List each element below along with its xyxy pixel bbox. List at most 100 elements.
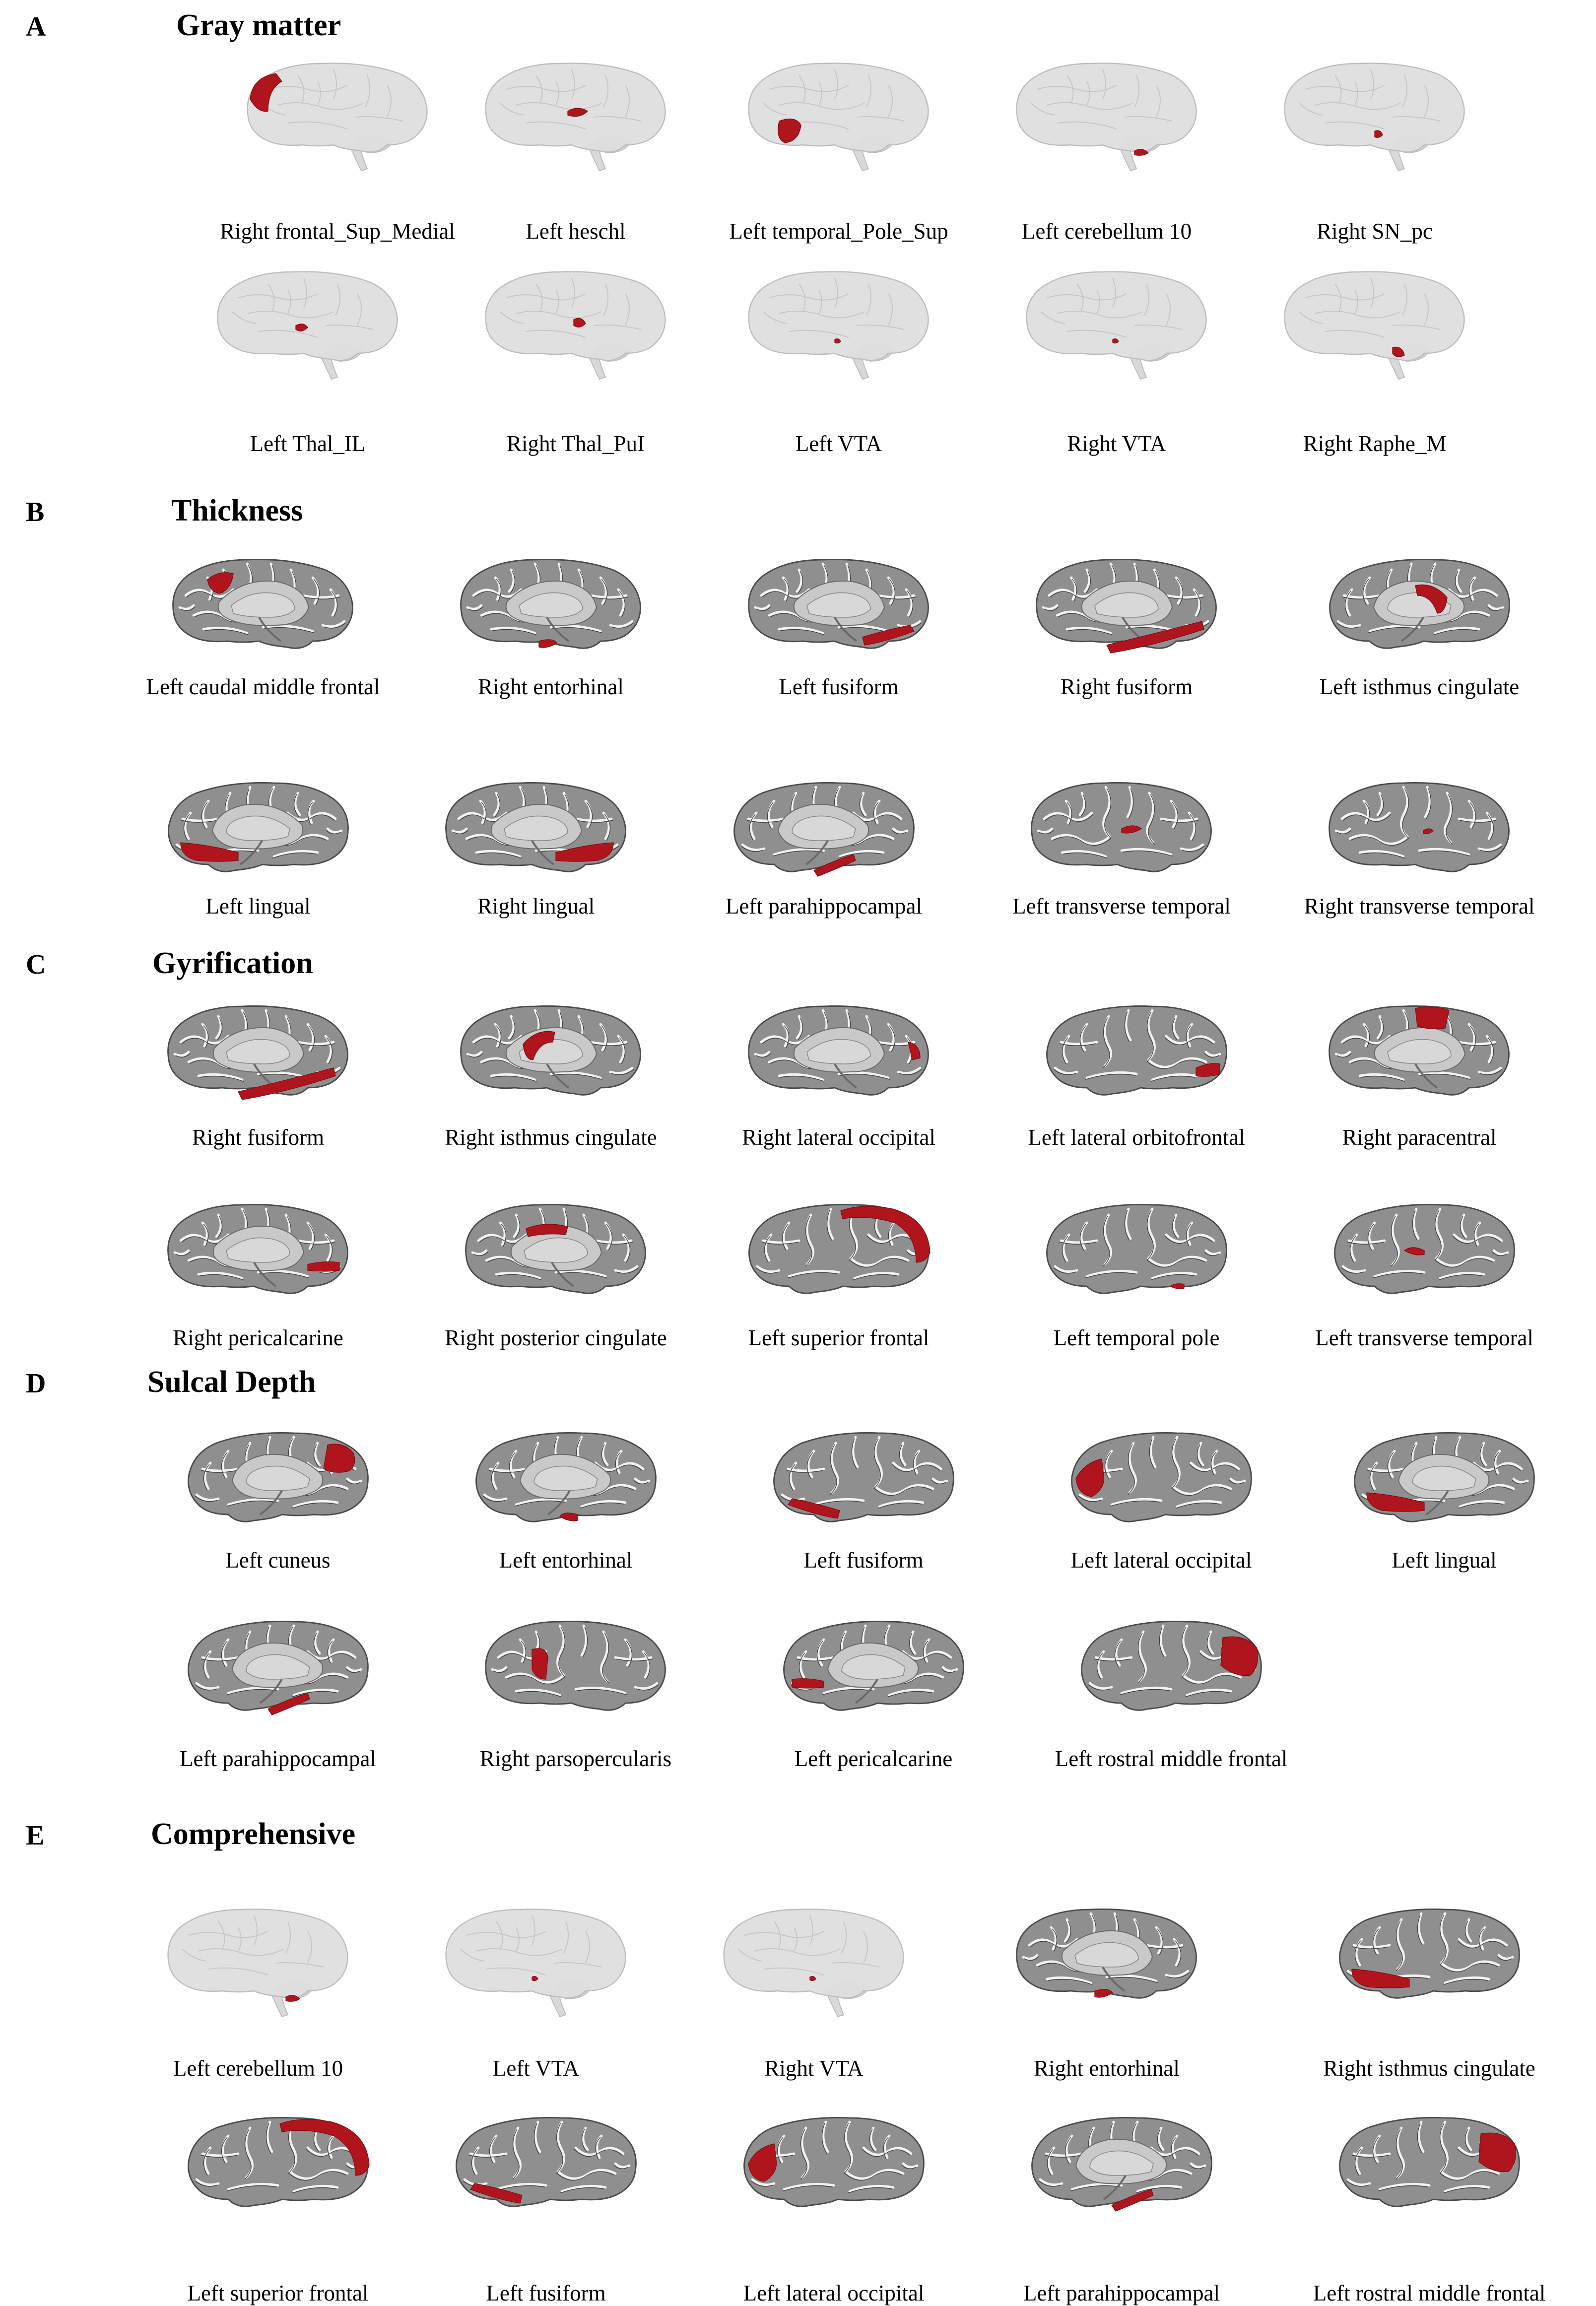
brain-image (1016, 1909, 1197, 1999)
region-caption: Left heschl (526, 219, 626, 244)
region-caption: Left entorhinal (499, 1548, 633, 1573)
highlight-region (250, 73, 282, 112)
highlight-region (1403, 1247, 1425, 1255)
region-caption: Left lateral orbitofrontal (1028, 1125, 1245, 1150)
region-caption: Right SN_pc (1317, 219, 1433, 244)
brain-image (475, 1432, 657, 1522)
brain-image (748, 559, 929, 649)
brain-image (247, 63, 428, 172)
panel-c-title: Gyrification (152, 946, 313, 980)
brain-cell (730, 556, 948, 675)
brain-image (1334, 1204, 1515, 1294)
region-caption: Right posterior cingulate (445, 1325, 667, 1350)
highlight-region (1415, 1006, 1450, 1029)
brain-cell (228, 60, 447, 179)
highlight-region (1196, 1063, 1220, 1077)
region-caption: Right paracentral (1342, 1125, 1497, 1150)
brain-cell (1052, 1429, 1270, 1548)
region-caption: Left lingual (1392, 1548, 1497, 1573)
region-caption: Left Thal_IL (250, 431, 366, 456)
region-caption: Left cuneus (225, 1548, 331, 1573)
highlight-region (323, 1444, 355, 1473)
brain-cell (169, 2114, 387, 2233)
brain-image (1354, 1432, 1535, 1522)
brain-cell (1062, 1618, 1280, 1737)
brain-image (723, 1909, 904, 2018)
highlight-region (1134, 149, 1149, 156)
highlight-region (532, 1976, 538, 1981)
brain-image (167, 1005, 348, 1100)
brain-cell (1007, 268, 1226, 387)
brain-cell (730, 1201, 948, 1320)
brain-cell (1265, 268, 1484, 387)
panel-d-title: Sulcal Depth (147, 1365, 316, 1399)
highlight-region (538, 639, 557, 648)
brain-cell (149, 779, 367, 898)
brain-cell (466, 268, 685, 387)
brain-cell (169, 1429, 387, 1548)
brain-cell (457, 1429, 675, 1548)
highlight-region (267, 1693, 310, 1715)
brain-cell (715, 779, 933, 898)
brain-cell (427, 779, 645, 898)
highlight-region (1075, 1458, 1105, 1497)
brain-cell (725, 2114, 943, 2233)
region-caption: Right frontal_Sup_Medial (220, 219, 455, 244)
region-caption: Right lateral occipital (742, 1125, 935, 1150)
brain-cell (1017, 556, 1236, 675)
highlight-region (207, 572, 234, 594)
highlight-region (470, 2183, 523, 2204)
brain-image (748, 1204, 931, 1294)
highlight-region (1106, 621, 1204, 654)
brain-cell (437, 2114, 655, 2233)
brain-cell (998, 1906, 1216, 2025)
brain-image (456, 2117, 637, 2207)
brain-cell (1335, 1429, 1553, 1548)
brain-cell (764, 1618, 983, 1737)
highlight-region (295, 324, 308, 331)
panel-b-letter: B (26, 497, 45, 527)
highlight-region (567, 108, 588, 117)
brain-image (1081, 1621, 1262, 1711)
brain-image (1329, 1005, 1510, 1096)
region-caption: Left cerebellum 10 (173, 2056, 343, 2081)
region-caption: Right fusiform (192, 1125, 325, 1150)
region-caption: Left superior frontal (748, 1325, 930, 1350)
brain-cell (1310, 1002, 1529, 1121)
brain-cell (730, 268, 948, 387)
brain-image (743, 2117, 925, 2207)
brain-cell (1315, 1201, 1533, 1320)
highlight-region (840, 1206, 931, 1263)
brain-image (748, 63, 929, 172)
region-caption: Left isthmus cingulate (1319, 674, 1520, 699)
brain-image (445, 1909, 626, 2018)
brain-image (1071, 1432, 1252, 1522)
highlight-region (1392, 346, 1405, 357)
brain-image (445, 782, 626, 872)
highlight-region (834, 338, 841, 344)
brain-cell (1012, 2114, 1231, 2233)
brain-cell (1320, 2114, 1538, 2233)
highlight-region (555, 842, 614, 862)
region-caption: Left fusiform (486, 2281, 606, 2306)
brain-image (1036, 559, 1217, 654)
highlight-region (748, 2143, 777, 2182)
panel-c-letter: C (26, 949, 46, 980)
region-caption: Left parahippocampal (1023, 2281, 1220, 2306)
region-caption: Right entorhinal (1034, 2056, 1180, 2081)
highlight-region (559, 1513, 578, 1521)
highlight-region (1415, 584, 1448, 614)
brain-image (748, 1005, 929, 1096)
brain-cell (149, 1201, 367, 1320)
highlight-region (788, 1498, 840, 1519)
brain-image (1329, 782, 1510, 872)
brain-cell (1320, 1906, 1538, 2025)
highlight-region (1169, 1283, 1185, 1289)
highlight-region (279, 2119, 370, 2176)
region-caption: Left VTA (795, 431, 882, 456)
brain-cell (705, 1906, 923, 2025)
brain-cell (1027, 1201, 1246, 1320)
brain-cell (730, 1002, 948, 1121)
highlight-region (1351, 1969, 1410, 1988)
brain-cell (1027, 1002, 1246, 1121)
